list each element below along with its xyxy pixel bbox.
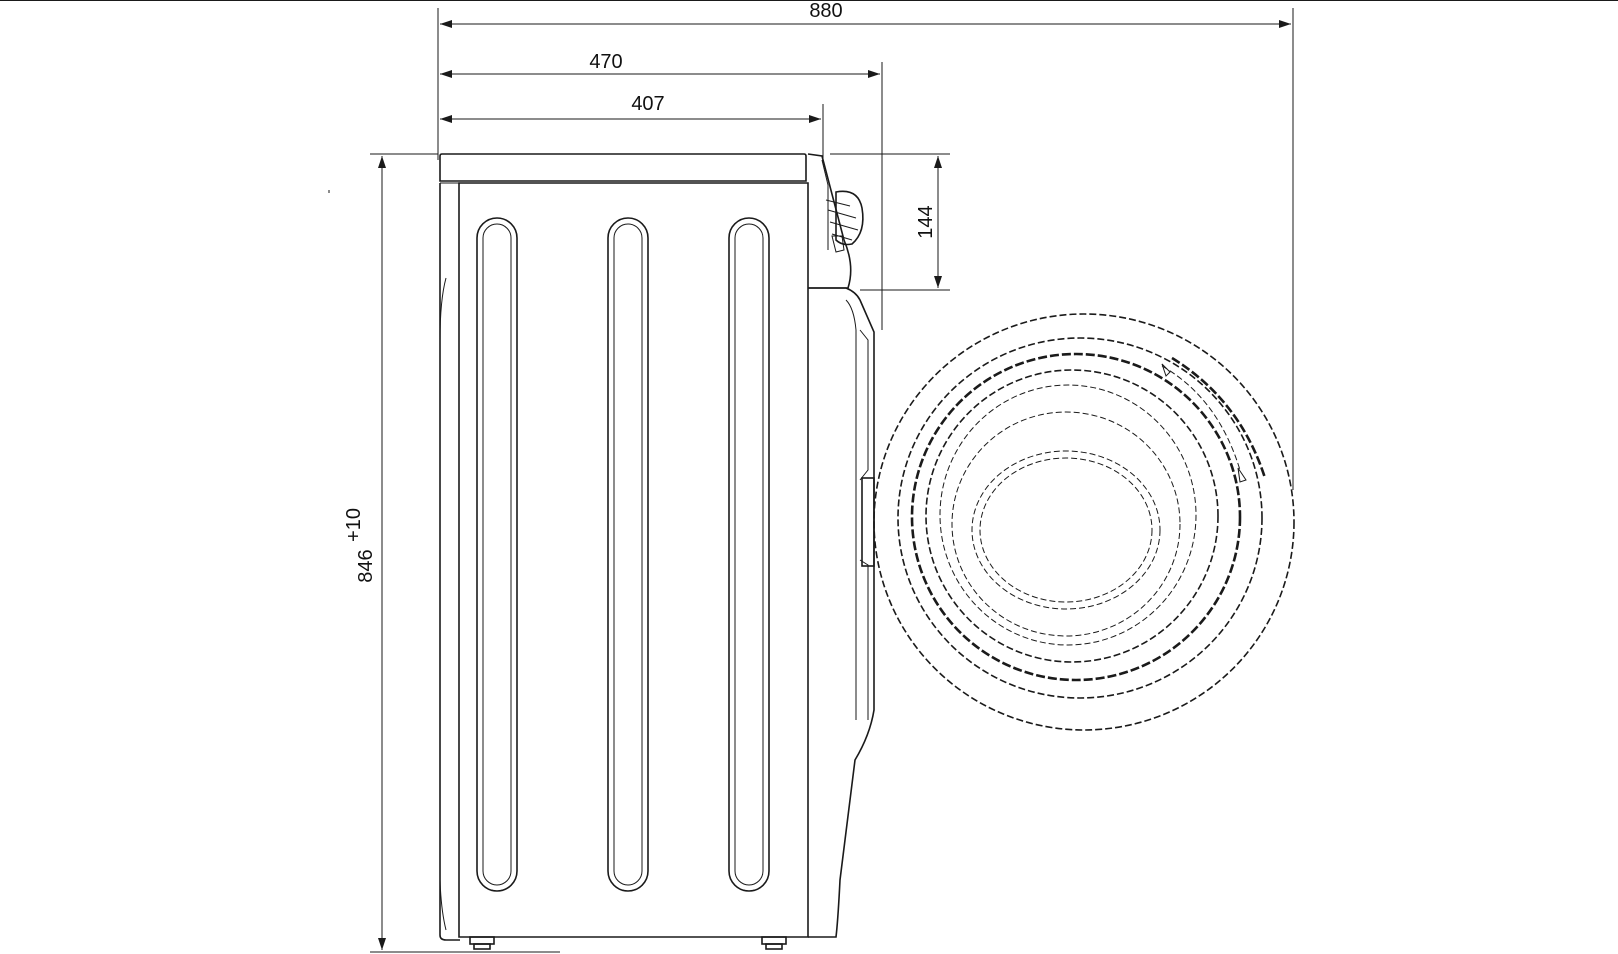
door-ring-3 <box>910 352 1242 682</box>
side-ribs <box>476 217 770 892</box>
machine-body <box>439 153 875 950</box>
dimension-846: 846 +10 <box>343 153 560 953</box>
control-detail <box>831 235 845 253</box>
dimension-407: 407 <box>440 93 824 160</box>
door-window-bowl-outer <box>971 450 1161 610</box>
door-ring-2 <box>897 337 1263 699</box>
door-glass-outer <box>939 384 1197 646</box>
rib-left-inner <box>482 223 512 886</box>
rib-right-inner <box>734 223 764 886</box>
door-window-bowl-inner <box>979 457 1153 603</box>
dimension-label-470: 470 <box>589 51 622 73</box>
back-bulge-upper <box>439 277 447 341</box>
foot-front-bottom <box>765 943 783 950</box>
rib-right-outer <box>728 217 770 892</box>
dimension-880: 880 <box>437 0 1294 490</box>
foot-front-top <box>761 936 787 945</box>
dimension-470: 470 <box>440 51 883 330</box>
dimension-label-144: 144 <box>915 205 937 238</box>
front-profile <box>808 287 875 938</box>
door-seal-upper <box>859 329 869 481</box>
door-latch-top <box>1161 363 1171 377</box>
rib-middle-outer <box>607 217 649 892</box>
foot-back-bottom <box>473 943 491 950</box>
back-bulge-lower <box>439 879 447 931</box>
door-handle <box>1171 356 1267 479</box>
knob-grip-lines <box>825 199 859 241</box>
control-panel-face <box>821 159 829 250</box>
dimension-label-846: 846 <box>355 549 377 582</box>
door-seal-lower <box>859 559 869 720</box>
foot-back-top <box>469 936 495 945</box>
door-hinge <box>861 477 875 567</box>
door-latch-bottom <box>1237 467 1247 483</box>
dimension-tolerance-label: +10 <box>343 508 365 542</box>
control-panel <box>807 153 852 289</box>
door-glass-inner <box>951 411 1181 637</box>
door-ring-4 <box>925 369 1219 663</box>
program-knob <box>835 190 864 246</box>
dimension-144: 144 <box>830 153 950 291</box>
machine-feet <box>469 936 787 950</box>
top-lid <box>439 153 807 182</box>
dimension-label-880: 880 <box>809 0 842 22</box>
door-outer-ring <box>873 313 1295 731</box>
open-door-outline <box>873 313 1295 731</box>
rib-left-outer <box>476 217 518 892</box>
door-handle-inner <box>1161 365 1241 471</box>
door-frame-edge <box>845 299 857 720</box>
dimension-label-407: 407 <box>631 93 664 115</box>
rib-middle-inner <box>613 223 643 886</box>
back-edge <box>439 183 460 941</box>
